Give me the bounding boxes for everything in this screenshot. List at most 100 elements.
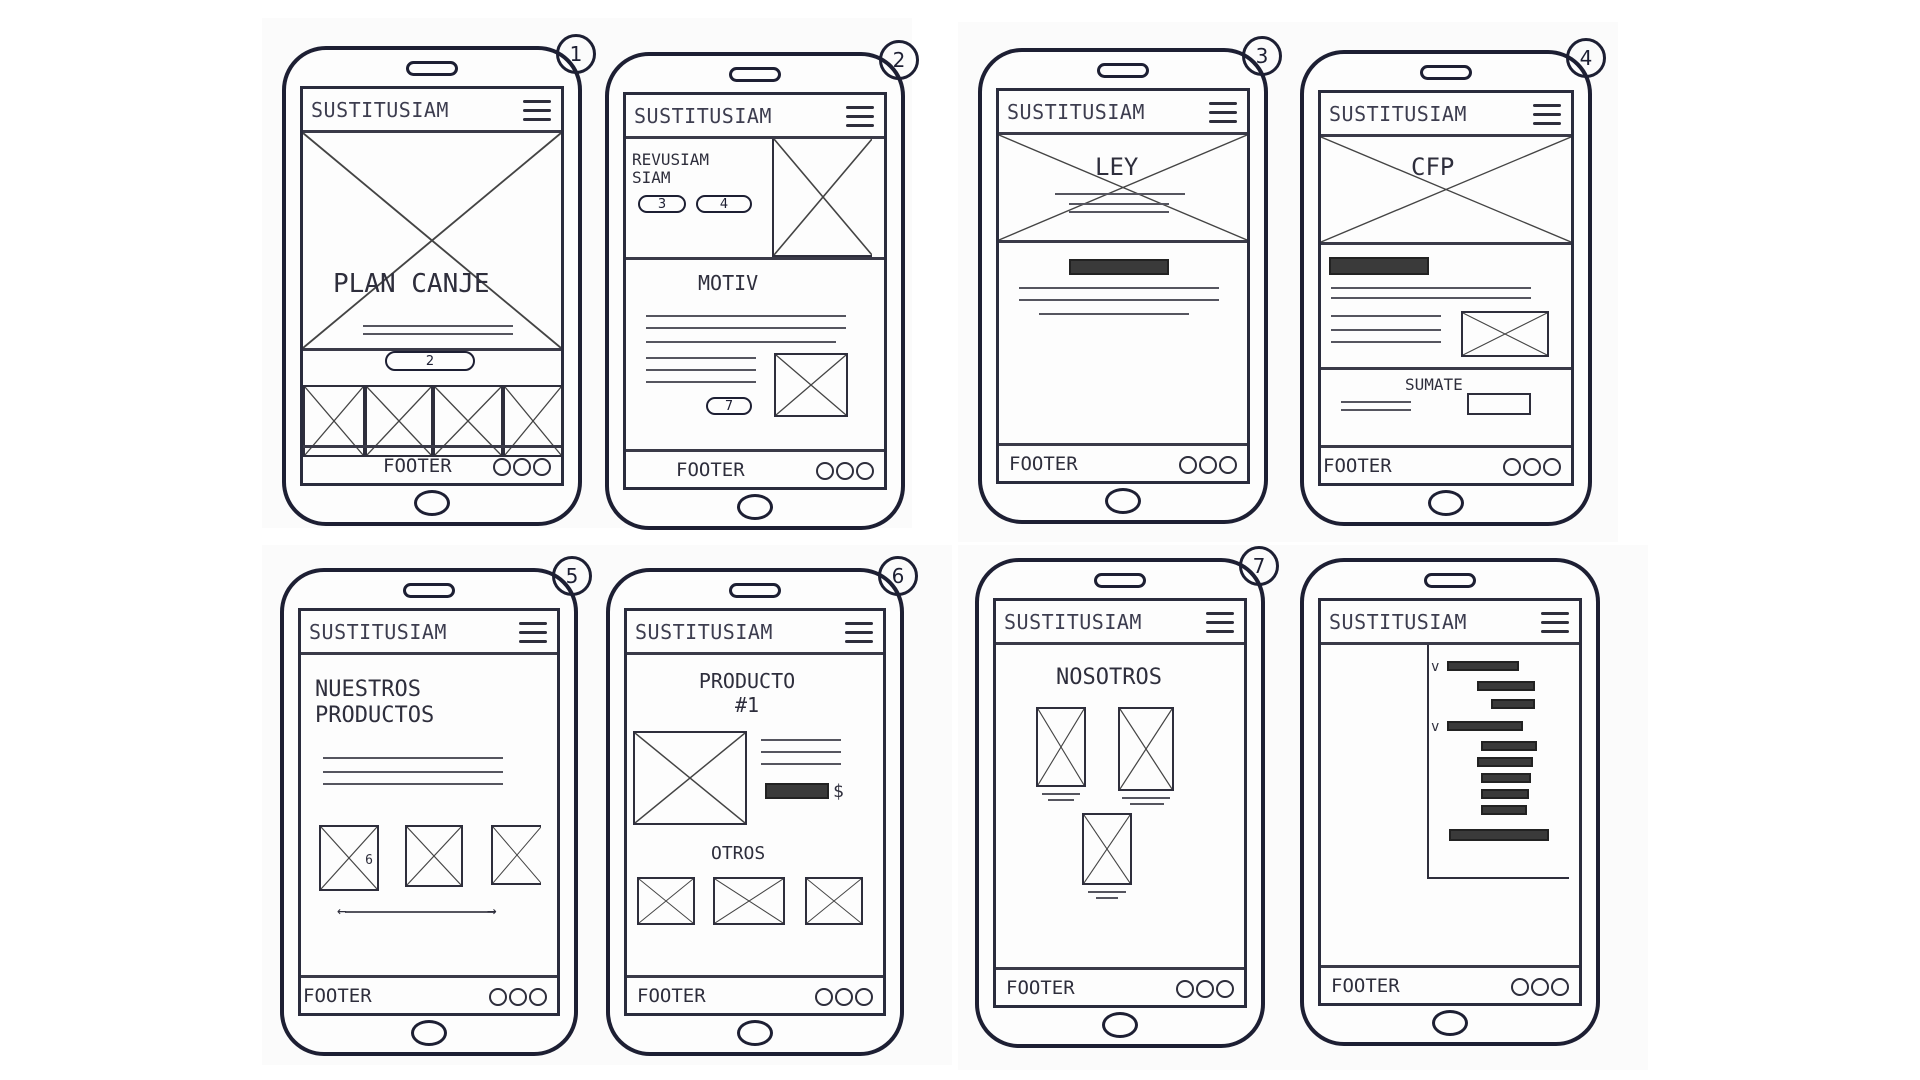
dropdown-nav-menu[interactable]: v v [1427, 645, 1569, 879]
social-icon[interactable] [836, 462, 854, 480]
screen-number-4: 4 [1566, 38, 1606, 78]
social-icons[interactable] [1179, 456, 1237, 474]
hamburger-menu-icon[interactable] [1209, 102, 1237, 124]
social-icon[interactable] [533, 458, 551, 476]
caption-line [1130, 803, 1164, 805]
social-icon[interactable] [856, 462, 874, 480]
social-icon[interactable] [1531, 978, 1549, 996]
social-icons[interactable] [1511, 978, 1569, 996]
team-member-photo-placeholder [1118, 707, 1174, 791]
nav-subitem[interactable] [1481, 773, 1531, 783]
chevron-down-icon[interactable]: v [1431, 659, 1440, 675]
text-line [323, 783, 503, 785]
hamburger-menu-icon[interactable] [1533, 104, 1561, 126]
header: SUSTITUSIAM [1321, 93, 1571, 137]
social-icon[interactable] [509, 988, 527, 1006]
social-icon[interactable] [1543, 458, 1561, 476]
related-product-placeholder[interactable] [805, 877, 863, 925]
social-icons[interactable] [1503, 458, 1561, 476]
screen-number-6: 6 [878, 556, 918, 596]
price-bar[interactable] [765, 783, 829, 799]
hero-image-placeholder [303, 133, 561, 351]
social-icon[interactable] [1196, 980, 1214, 998]
text-line [1331, 341, 1441, 343]
link-pill-3[interactable]: 3 [638, 195, 686, 213]
hamburger-menu-icon[interactable] [523, 100, 551, 122]
hamburger-menu-icon[interactable] [1206, 612, 1234, 634]
nav-subitem[interactable] [1477, 681, 1535, 691]
social-icon[interactable] [493, 458, 511, 476]
social-icon[interactable] [1176, 980, 1194, 998]
nav-subitem[interactable] [1491, 699, 1535, 709]
social-icon[interactable] [855, 988, 873, 1006]
social-icon[interactable] [489, 988, 507, 1006]
social-icon[interactable] [1523, 458, 1541, 476]
nav-item[interactable] [1447, 661, 1519, 671]
social-icon[interactable] [529, 988, 547, 1006]
content-image-placeholder [1461, 311, 1549, 357]
hero-button[interactable]: 2 [385, 351, 475, 371]
text-line [1019, 287, 1219, 289]
phone-wireframe-7: 7 SUSTITUSIAM NOSOTROS FOOTER [975, 546, 1279, 1048]
speaker [1420, 65, 1472, 80]
related-product-placeholder[interactable] [637, 877, 695, 925]
social-icons[interactable] [816, 462, 874, 480]
social-icon[interactable] [1199, 456, 1217, 474]
social-icon[interactable] [816, 462, 834, 480]
arrow-right-icon[interactable]: → [487, 901, 497, 920]
product-card-placeholder[interactable] [491, 825, 541, 885]
hamburger-menu-icon[interactable] [845, 622, 873, 644]
nav-item[interactable] [1449, 829, 1549, 841]
footer: FOOTER [999, 443, 1247, 481]
thumbnail-placeholder [303, 385, 365, 457]
footer-label: FOOTER [1006, 977, 1075, 999]
social-icon[interactable] [1503, 458, 1521, 476]
hamburger-menu-icon[interactable] [846, 106, 874, 128]
social-icon[interactable] [1179, 456, 1197, 474]
hero-text-line [1069, 203, 1169, 205]
related-product-placeholder[interactable] [713, 877, 785, 925]
content-button[interactable]: 7 [706, 397, 752, 415]
caption-line [1042, 793, 1080, 795]
screen-number-2: 2 [879, 40, 919, 80]
text-line [646, 357, 756, 359]
product-card-placeholder[interactable] [405, 825, 463, 887]
signup-input[interactable] [1467, 393, 1531, 415]
link-pill-4[interactable]: 4 [696, 195, 752, 213]
chevron-down-icon[interactable]: v [1431, 719, 1440, 735]
caption-line [1088, 891, 1126, 893]
screen-3: SUSTITUSIAM LEY FOOTER [996, 88, 1250, 484]
phone-wireframe-2: 2 SUSTITUSIAM REVUSIAM SIAM 3 4 MOTIV 7 … [605, 40, 919, 530]
header: SUSTITUSIAM [999, 91, 1247, 135]
home-button-icon [1105, 488, 1141, 514]
nav-subitem[interactable] [1481, 789, 1529, 799]
home-button-icon [737, 494, 773, 520]
arrow-left-icon[interactable]: ← [337, 901, 347, 920]
social-icons[interactable] [489, 988, 547, 1006]
nav-subitem[interactable] [1481, 741, 1537, 751]
social-icon[interactable] [1216, 980, 1234, 998]
social-icon[interactable] [1551, 978, 1569, 996]
nav-subitem[interactable] [1481, 805, 1527, 815]
hamburger-menu-icon[interactable] [519, 622, 547, 644]
nav-subitem[interactable] [1477, 757, 1533, 767]
social-icon[interactable] [815, 988, 833, 1006]
nav-item[interactable] [1447, 721, 1523, 731]
footer: FOOTER [301, 975, 557, 1013]
caption-line [1122, 797, 1170, 799]
social-icons[interactable] [493, 458, 551, 476]
hamburger-menu-icon[interactable] [1541, 612, 1569, 634]
social-icon[interactable] [1511, 978, 1529, 996]
social-icons[interactable] [1176, 980, 1234, 998]
social-icon[interactable] [835, 988, 853, 1006]
social-icon[interactable] [1219, 456, 1237, 474]
footer-label: FOOTER [676, 459, 745, 481]
carousel-scroll-arrow[interactable] [345, 911, 495, 913]
footer-label: FOOTER [303, 985, 372, 1007]
social-icon[interactable] [513, 458, 531, 476]
footer: FOOTER [996, 967, 1244, 1005]
brand-logo: SUSTITUSIAM [1329, 102, 1467, 126]
social-icons[interactable] [815, 988, 873, 1006]
product-card-placeholder[interactable]: 6 [319, 825, 379, 891]
brand-logo: SUSTITUSIAM [1004, 610, 1142, 634]
